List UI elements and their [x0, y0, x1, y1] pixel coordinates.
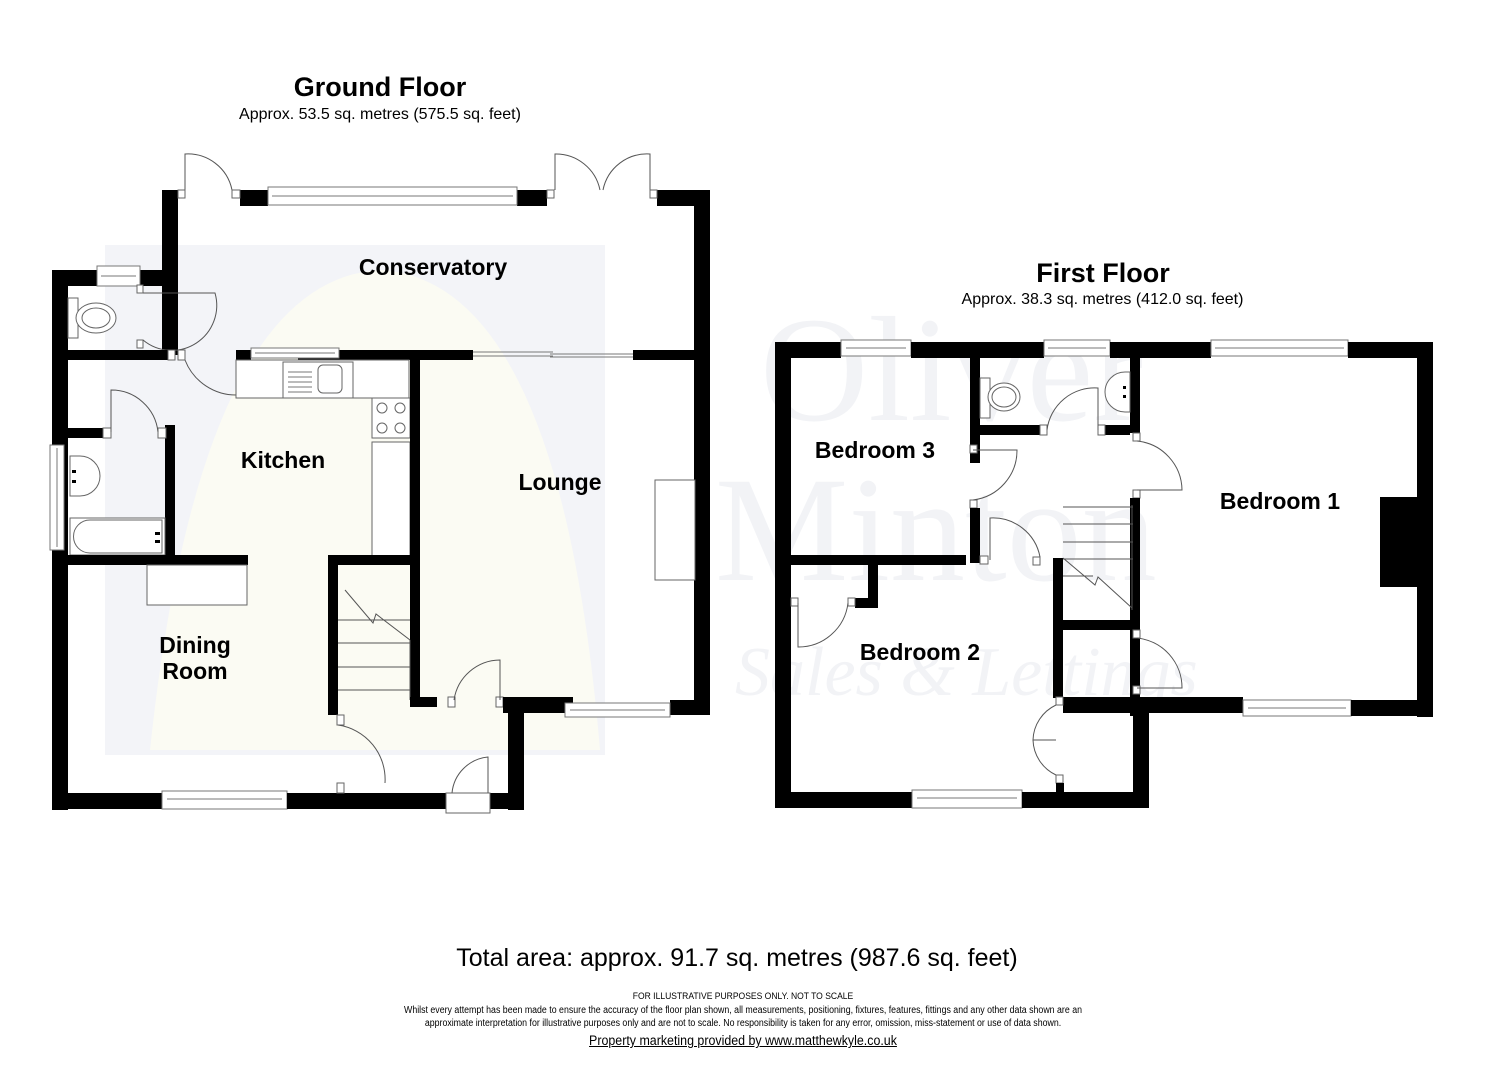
- ground-floor-plan: [49, 153, 710, 814]
- room-label-dining-line2: Room: [162, 658, 228, 684]
- ground-floor-area: Approx. 53.5 sq. metres (575.5 sq. feet): [239, 106, 521, 123]
- disclaimer-line-2: approximate interpretation for illustrat…: [424, 1018, 1062, 1029]
- total-area: Total area: approx. 91.7 sq. metres (987…: [456, 944, 1018, 972]
- room-label-bedroom-1: Bedroom 1: [1219, 488, 1341, 514]
- ground-floor-title: Ground Floor: [293, 72, 467, 102]
- first-floor-plan: [775, 339, 1433, 809]
- disclaimer-line-1: Whilst every attempt has been made to en…: [404, 1005, 1082, 1016]
- first-floor-area: Approx. 38.3 sq. metres (412.0 sq. feet): [961, 291, 1244, 308]
- room-label-dining-room: Dining Room: [125, 632, 265, 684]
- room-label-dining-line1: Dining: [159, 632, 231, 658]
- illustrative-caption: FOR ILLUSTRATIVE PURPOSES ONLY. NOT TO S…: [632, 991, 854, 1002]
- room-label-conservatory: Conservatory: [358, 254, 508, 280]
- room-label-lounge: Lounge: [518, 469, 602, 495]
- first-floor-title: First Floor: [1036, 258, 1170, 288]
- room-label-kitchen: Kitchen: [240, 447, 326, 473]
- marketing-credit-link[interactable]: Property marketing provided by www.matth…: [589, 1033, 897, 1048]
- room-label-bedroom-2: Bedroom 2: [859, 639, 981, 665]
- svg-text:Oliver: Oliver: [760, 287, 1143, 453]
- room-label-bedroom-3: Bedroom 3: [814, 437, 936, 463]
